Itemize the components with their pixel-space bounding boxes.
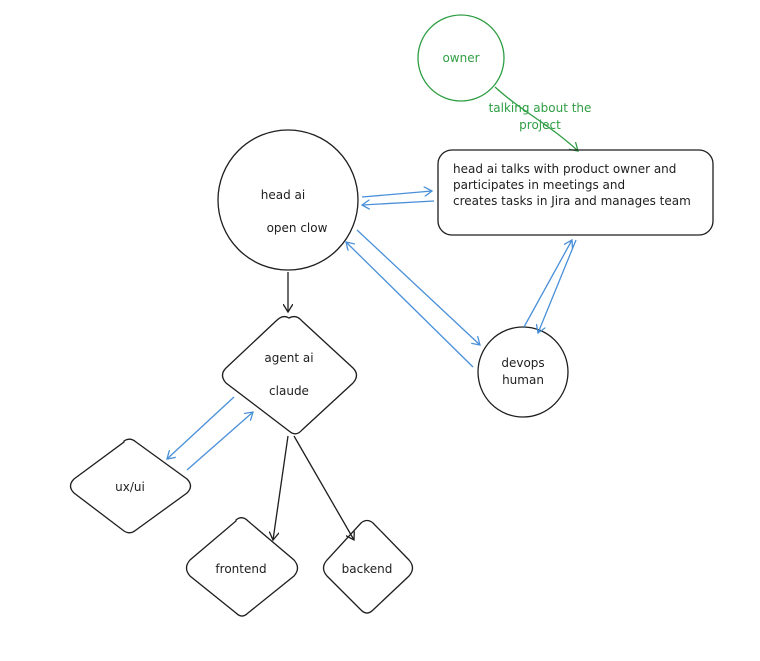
arrow-headai-to-box bbox=[361, 191, 432, 198]
agent-ai-diamond bbox=[221, 315, 358, 435]
devops-line1: devops bbox=[501, 356, 544, 370]
head-ai-line1: head ai bbox=[261, 188, 305, 202]
head-ai-node[interactable]: head ai open clow bbox=[217, 129, 359, 271]
arrow-devops-to-box bbox=[523, 240, 572, 328]
devops-node[interactable]: devops human bbox=[477, 326, 569, 418]
agent-ai-line1: agent ai bbox=[264, 351, 313, 365]
arrow-devops-to-headai bbox=[346, 242, 474, 368]
agent-ai-line2: claude bbox=[269, 384, 309, 398]
backend-diamond bbox=[322, 519, 414, 614]
devops-circle bbox=[477, 326, 569, 418]
owner-edge-label-line1: talking about the bbox=[489, 101, 592, 115]
uxui-label: ux/ui bbox=[115, 480, 145, 494]
arrow-box-to-devops bbox=[538, 239, 577, 333]
arrow-agent-to-uxui bbox=[167, 396, 235, 459]
arrow-box-to-headai bbox=[362, 201, 435, 205]
owner-edge-label-line2: project bbox=[519, 118, 561, 132]
arrow-owner-to-box bbox=[494, 86, 578, 151]
frontend-diamond bbox=[185, 517, 299, 617]
owner-circle bbox=[417, 14, 505, 102]
head-ai-line2: open clow bbox=[267, 221, 328, 235]
info-box-line3: creates tasks in Jira and manages team bbox=[453, 194, 691, 208]
backend-node[interactable]: backend bbox=[322, 519, 414, 614]
frontend-label: frontend bbox=[215, 562, 266, 576]
owner-label: owner bbox=[442, 51, 479, 65]
arrow-headai-to-devops bbox=[356, 229, 480, 345]
info-box-line1: head ai talks with product owner and bbox=[453, 162, 676, 176]
frontend-node[interactable]: frontend bbox=[185, 517, 299, 617]
arrow-uxui-to-agent bbox=[186, 412, 253, 471]
info-box-line2: participates in meetings and bbox=[453, 178, 625, 192]
info-box-node[interactable]: head ai talks with product owner and par… bbox=[437, 149, 714, 236]
devops-line2: human bbox=[502, 373, 544, 387]
uxui-node[interactable]: ux/ui bbox=[69, 438, 192, 534]
owner-node[interactable]: owner bbox=[417, 14, 505, 102]
uxui-diamond bbox=[69, 438, 192, 534]
info-box-rect bbox=[437, 149, 714, 236]
agent-ai-node[interactable]: agent ai claude bbox=[221, 315, 358, 435]
arrow-agent-to-frontend bbox=[273, 435, 289, 540]
backend-label: backend bbox=[342, 562, 393, 576]
arrow-agent-to-backend bbox=[293, 435, 354, 540]
head-ai-circle bbox=[217, 129, 359, 271]
